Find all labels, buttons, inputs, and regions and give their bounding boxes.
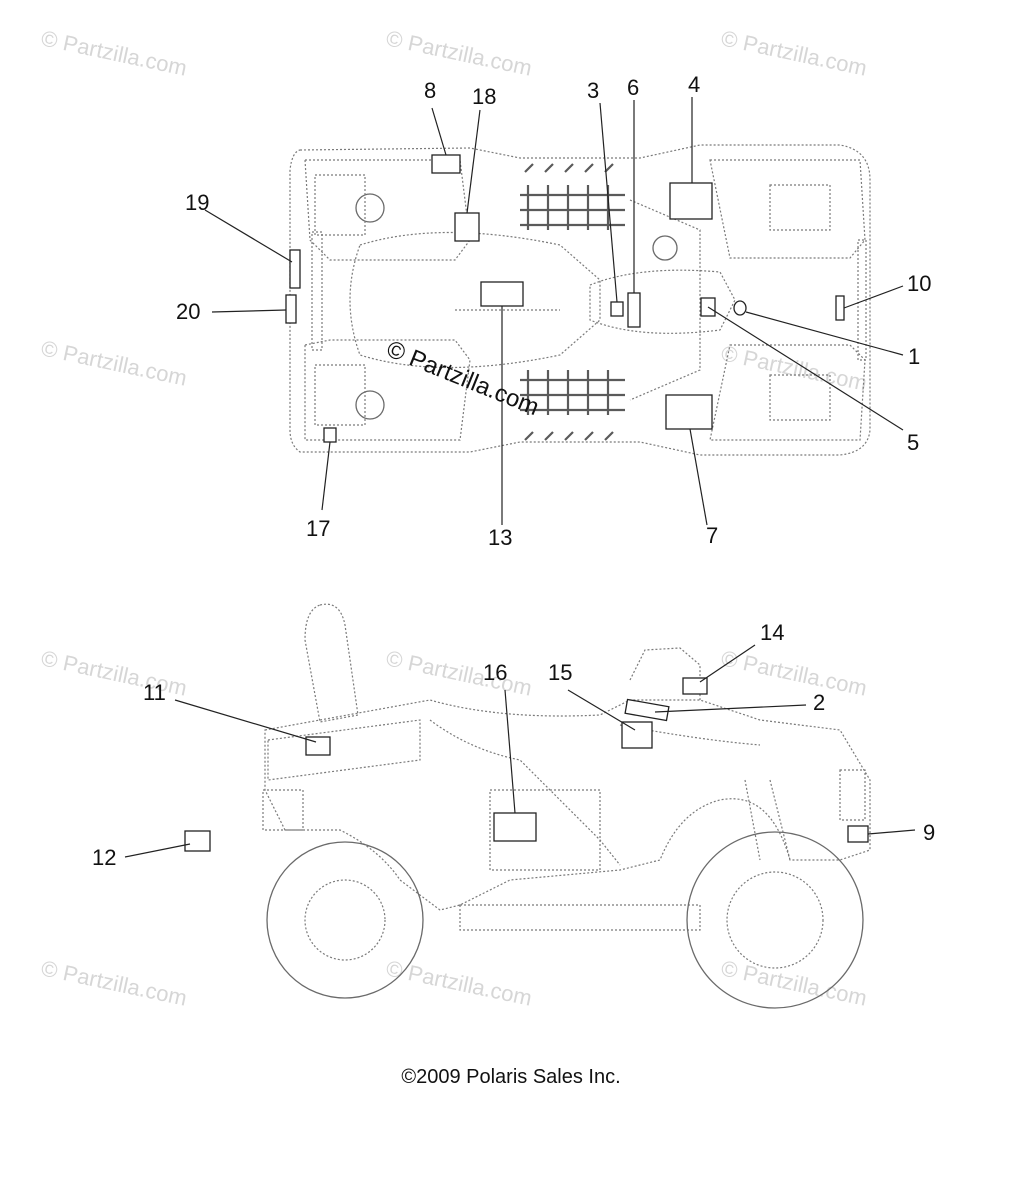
callout-2: 2 xyxy=(813,690,825,715)
callout-18: 18 xyxy=(472,84,496,109)
watermark: © Partzilla.com xyxy=(384,955,534,1010)
callout-8: 8 xyxy=(424,78,436,103)
callout-14: 14 xyxy=(760,620,784,645)
callout-19: 19 xyxy=(185,190,209,215)
watermark: © Partzilla.com xyxy=(39,645,189,700)
watermark: © Partzilla.com xyxy=(384,645,534,700)
decal-box-15 xyxy=(621,721,653,749)
decal-box-2 xyxy=(624,698,670,722)
decal-box-13 xyxy=(480,281,524,307)
atv-top-view: © Partzilla.com xyxy=(204,97,904,526)
atv-side-view xyxy=(124,603,916,1009)
callout-11: 11 xyxy=(143,680,166,705)
decal-box-9 xyxy=(847,825,869,843)
watermark: © Partzilla.com xyxy=(719,340,869,395)
center-watermark: © Partzilla.com xyxy=(383,336,543,422)
callout-12: 12 xyxy=(92,845,116,870)
watermark: © Partzilla.com xyxy=(719,25,869,80)
decal-box-19 xyxy=(289,249,301,289)
decal-box-3 xyxy=(610,301,624,317)
callout-17: 17 xyxy=(306,516,330,541)
callout-3: 3 xyxy=(587,78,599,103)
decal-box-16 xyxy=(493,812,537,842)
decal-box-10 xyxy=(835,295,845,321)
floorboard-bottom xyxy=(520,370,625,441)
decal-box-11 xyxy=(305,736,331,756)
callout-4: 4 xyxy=(688,72,700,97)
callout-9: 9 xyxy=(923,820,935,845)
floorboard-top xyxy=(520,163,625,230)
callout-15: 15 xyxy=(548,660,572,685)
decal-box-8 xyxy=(431,154,461,174)
decal-box-4 xyxy=(669,182,713,220)
decal-box-7 xyxy=(665,394,713,430)
decal-box-20 xyxy=(285,294,297,324)
watermark: © Partzilla.com xyxy=(384,25,534,80)
watermark: © Partzilla.com xyxy=(39,955,189,1010)
decal-box-17 xyxy=(323,427,337,443)
callout-1: 1 xyxy=(908,344,920,369)
callout-10: 10 xyxy=(907,271,931,296)
decal-box-12 xyxy=(184,830,211,852)
watermark: © Partzilla.com xyxy=(39,25,189,80)
watermark: © Partzilla.com xyxy=(719,955,869,1010)
decal-box-1 xyxy=(733,300,747,316)
decal-box-18 xyxy=(454,212,480,242)
callout-13: 13 xyxy=(488,525,512,550)
decal-box-6 xyxy=(627,292,641,328)
callout-7: 7 xyxy=(706,523,718,548)
callout-labels: 8 18 3 6 4 19 20 10 1 5 17 13 7 14 16 15… xyxy=(92,72,935,870)
callout-6: 6 xyxy=(627,75,639,100)
callout-16: 16 xyxy=(483,660,507,685)
copyright-notice: ©2009 Polaris Sales Inc. xyxy=(401,1066,621,1088)
callout-20: 20 xyxy=(176,299,200,324)
callout-5: 5 xyxy=(907,430,919,455)
watermark: © Partzilla.com xyxy=(39,335,189,390)
